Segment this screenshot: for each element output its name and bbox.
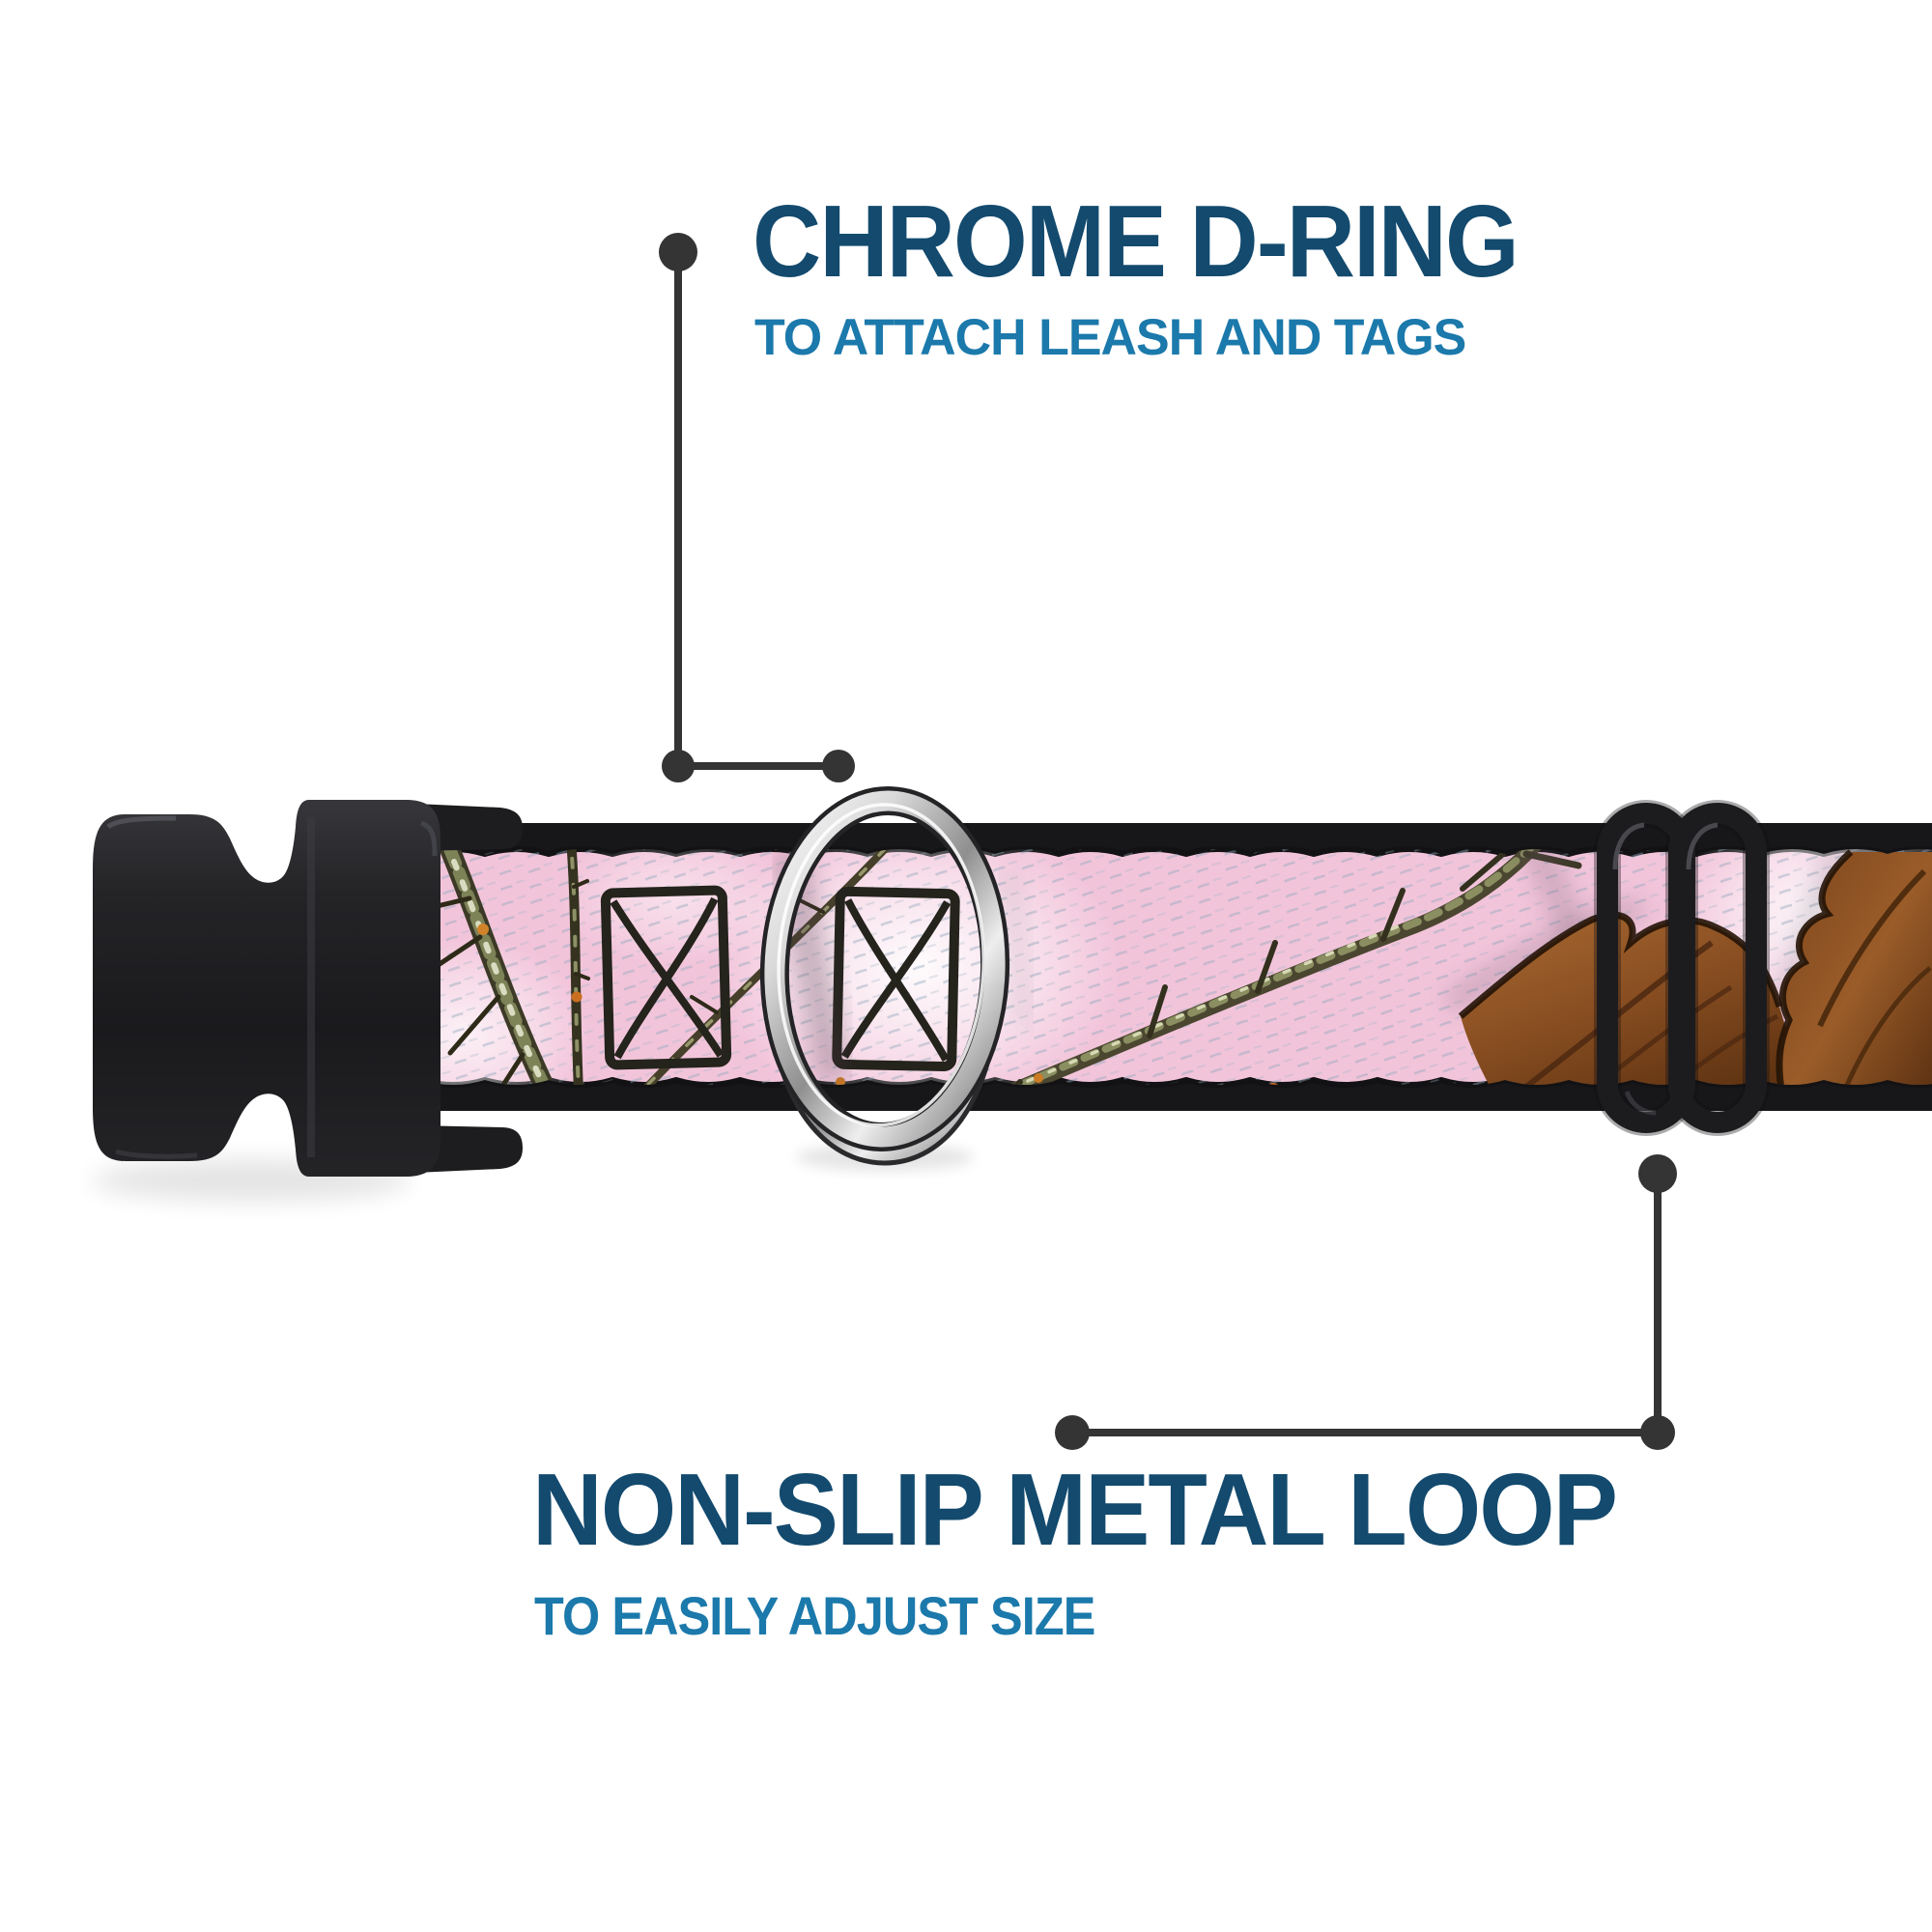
buckle-lip-top xyxy=(415,804,523,851)
camo-twig-vertical xyxy=(565,849,590,1085)
camo-orange-buds xyxy=(477,923,1280,1085)
callout-dot xyxy=(1638,1154,1677,1193)
callout-dot xyxy=(659,233,697,271)
d-ring-callout-title: CHROME D-RING xyxy=(753,185,1520,298)
callout-dot xyxy=(1055,1415,1090,1450)
d-ring-callout-subtitle: TO ATTACH LEASH AND TAGS xyxy=(754,309,1466,366)
callout-d-ring-pointer xyxy=(659,233,855,782)
chrome-d-ring xyxy=(759,786,1010,1171)
slider-right-loop xyxy=(1668,803,1767,1133)
camo-branch-thick xyxy=(421,849,567,1085)
callout-dot xyxy=(1640,1415,1675,1450)
camo-x-box-right xyxy=(832,886,960,1072)
tri-glide-slider xyxy=(1594,800,1770,1136)
callout-metal-loop-pointer xyxy=(1055,1154,1677,1450)
side-release-buckle xyxy=(92,800,523,1202)
camo-x-box-left xyxy=(600,885,732,1070)
callout-dot xyxy=(822,750,855,782)
metal-loop-callout-subtitle: TO EASILY ADJUST SIZE xyxy=(534,1585,1095,1646)
metal-loop-callout-title: NON-SLIP METAL LOOP xyxy=(532,1453,1618,1567)
camo-oak-leaf-lower xyxy=(1458,911,1808,1085)
camo-oak-leaf-right xyxy=(1776,849,1932,1085)
callout-dot xyxy=(662,750,695,782)
buckle-lip-bottom xyxy=(415,1125,523,1173)
buckle-body xyxy=(93,800,440,1177)
